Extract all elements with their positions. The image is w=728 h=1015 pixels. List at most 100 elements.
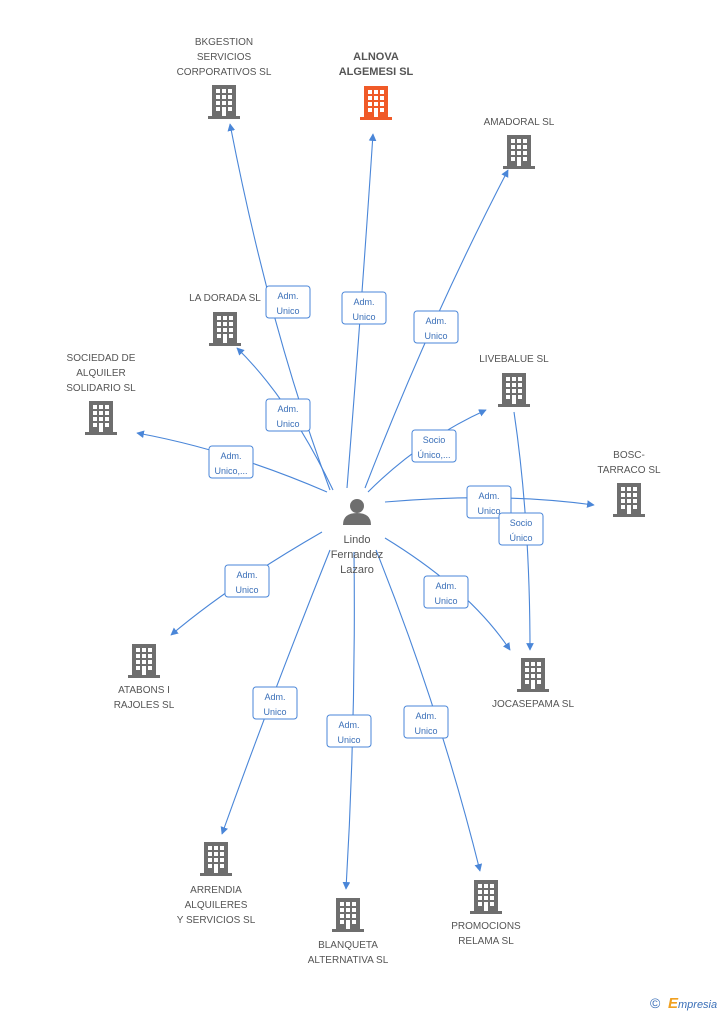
relation-text: Adm. [277,404,298,414]
relation-text: Adm. [277,291,298,301]
person-name: Fernandez [331,549,384,561]
relation-text: Adm. [478,491,499,501]
edge-person-bosc-tarraco: Adm. Unico [384,485,595,519]
edge-person-atabons: Adm. Unico [170,531,323,636]
relation-text: Unico [434,596,457,606]
building-icon [503,135,535,169]
relation-text: Unico [424,331,447,341]
edge-person-alnova: Adm. Unico [341,133,387,489]
copyright-symbol: © [650,995,661,1011]
relation-label[interactable]: Adm.Unico [413,310,459,344]
company-node-promocions[interactable]: PROMOCIONS RELAMA SL [451,880,521,947]
relation-text: Unico [477,506,500,516]
relation-label[interactable]: Adm. Unico [423,575,469,609]
company-name: LA DORADA SL [189,293,261,304]
relation-label[interactable]: Adm. Unico,... [208,445,254,479]
relation-text: Unico [414,726,437,736]
company-name: RAJOLES SL [114,700,175,711]
company-name: SOCIEDAD DE [67,353,136,364]
company-node-jocasepama[interactable]: JOCASEPAMA SL [492,658,575,710]
relation-text: Único [509,533,532,543]
company-node-bosc-tarraco[interactable]: BOSC- TARRACO SL [597,450,661,517]
company-name: ALQUILERES [185,900,248,911]
company-name: BOSC- [613,450,645,461]
relation-text: Unico [235,585,258,595]
relation-text: Unico,... [214,466,247,476]
edge-person-bkgestion: Adm. Unico [227,123,331,491]
relation-text: Socio [510,518,533,528]
company-node-livebalue[interactable]: LIVEBALUE SL [479,354,549,407]
company-name: ALNOVA [353,51,399,63]
relation-text: Adm. [236,570,257,580]
company-name: ARRENDIA [190,885,242,896]
company-name: SOLIDARIO SL [66,383,136,394]
relation-text: Adm. [338,720,359,730]
building-icon [200,842,232,876]
edge-person-livebalue: SocioÚnico,... [367,409,487,493]
company-name: ALTERNATIVA SL [308,955,389,966]
relation-text: Socio [423,435,446,445]
company-node-blanqueta[interactable]: BLANQUETA ALTERNATIVA SL [308,898,389,966]
relation-text: Adm. [415,711,436,721]
relation-label[interactable]: Adm. Unico [326,714,372,748]
relation-label[interactable]: Adm.Unico [265,398,311,432]
building-icon [209,312,241,346]
relation-label[interactable]: Adm. Unico [341,291,387,325]
company-name: RELAMA SL [458,936,514,947]
building-icon [517,658,549,692]
company-name: BKGESTION [195,37,253,48]
building-icon [470,880,502,914]
relation-text: Adm. [264,692,285,702]
company-node-arrendia[interactable]: ARRENDIA ALQUILERES Y SERVICIOS SL [177,842,256,926]
relation-text: Adm. [220,451,241,461]
edge-person-la-dorada: Adm.Unico [236,347,334,491]
relation-text: Unico [352,312,375,322]
company-node-bkgestion[interactable]: BKGESTION SERVICIOS CORPORATIVOS SL [177,37,272,119]
company-name: LIVEBALUE SL [479,354,549,365]
relation-label[interactable]: Adm. Unico [466,485,512,519]
relation-label[interactable]: SocioÚnico,... [411,429,457,463]
building-icon [128,644,160,678]
relation-label[interactable]: Adm. Unico [252,686,298,720]
company-name: Y SERVICIOS SL [177,915,256,926]
person-name: Lindo [344,534,371,546]
company-name: AMADORAL SL [484,117,555,128]
company-name: BLANQUETA [318,940,378,951]
brand-initial: E [668,995,679,1012]
company-node-amadoral[interactable]: AMADORAL SL [484,117,555,169]
person-name: Lazaro [340,564,374,576]
company-name: CORPORATIVOS SL [177,67,272,78]
company-name: JOCASEPAMA SL [492,699,575,710]
relation-text: Adm. [435,581,456,591]
company-name: PROMOCIONS [451,921,521,932]
relation-text: Único,... [417,450,450,460]
relation-label[interactable]: Adm. Unico [265,285,311,319]
edge-person-promocions: Adm. Unico [375,549,483,872]
relation-text: Adm. [353,297,374,307]
company-name: SERVICIOS [197,52,252,63]
company-name: ATABONS I [118,685,170,696]
relation-text: Unico [263,707,286,717]
person-icon [343,499,371,525]
company-node-atabons[interactable]: ATABONS I RAJOLES SL [114,644,175,711]
building-icon [360,86,392,120]
company-node-sociedad[interactable]: SOCIEDAD DE ALQUILER SOLIDARIO SL [66,353,136,435]
edge-person-sociedad: Adm. Unico,... [136,430,328,493]
company-node-la-dorada[interactable]: LA DORADA SL [189,293,261,346]
edge-person-arrendia: Adm. Unico [220,549,331,835]
relation-text: Unico [337,735,360,745]
building-icon [332,898,364,932]
company-name: ALQUILER [76,368,125,379]
relation-label[interactable]: Adm. Unico [403,705,449,739]
relation-label[interactable]: Adm. Unico [224,564,270,598]
building-icon [498,373,530,407]
relation-text: Unico [276,306,299,316]
brand-name: mpresia [678,999,717,1011]
company-name: TARRACO SL [597,465,661,476]
